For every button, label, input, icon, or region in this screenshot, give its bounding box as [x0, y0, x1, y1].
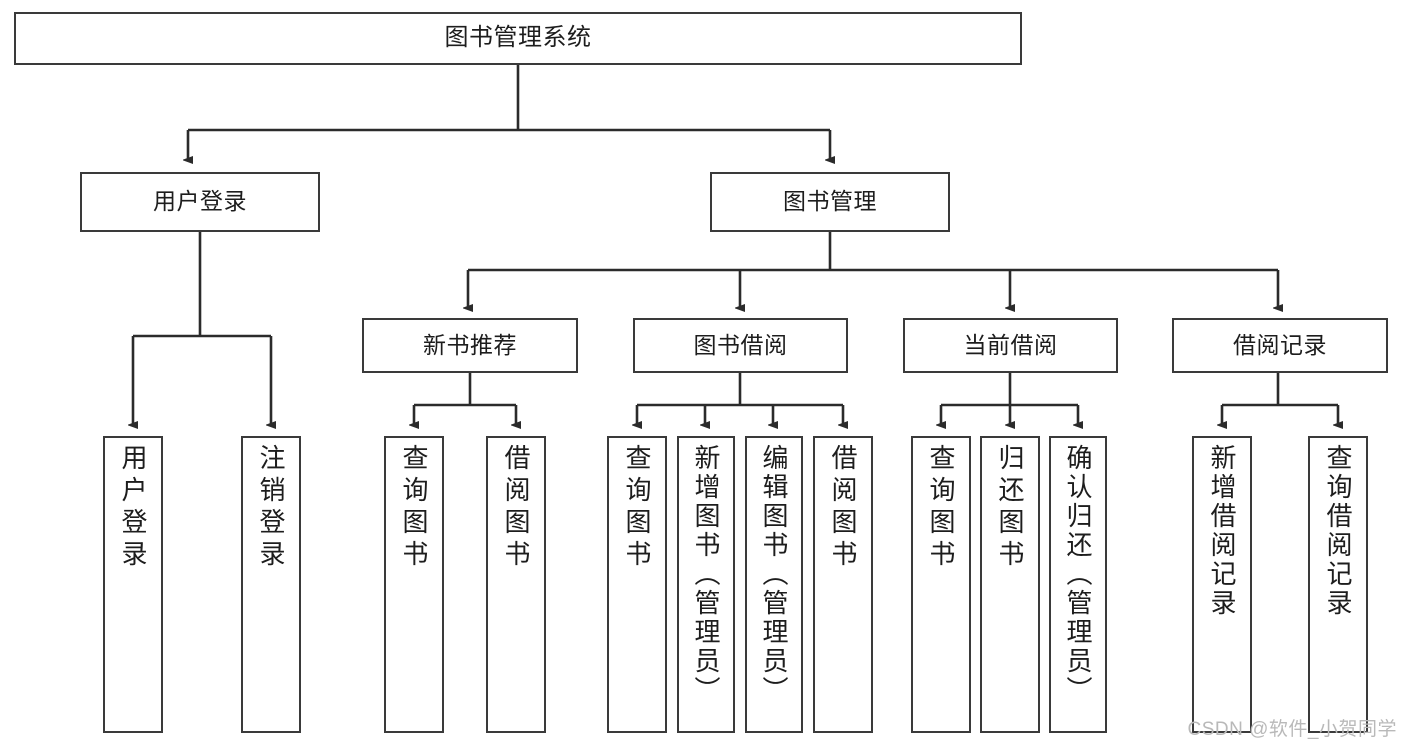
- leaf-query-book-borrow[interactable]: 查询图书: [607, 436, 667, 733]
- node-label: 图书管理: [783, 188, 877, 215]
- node-borrow-records[interactable]: 借阅记录: [1172, 318, 1388, 373]
- leaf-add-borrow-record[interactable]: 新增借阅记录: [1192, 436, 1252, 733]
- node-current-borrow[interactable]: 当前借阅: [903, 318, 1118, 373]
- node-label: 用户登录: [118, 444, 148, 572]
- node-label: 新书推荐: [423, 331, 517, 358]
- node-label: 注销登录: [256, 444, 286, 572]
- node-label: 借阅图书: [828, 444, 858, 572]
- leaf-borrow-book[interactable]: 借阅图书: [813, 436, 873, 733]
- leaf-borrow-book-recommend[interactable]: 借阅图书: [486, 436, 546, 733]
- node-new-book-recommend[interactable]: 新书推荐: [362, 318, 578, 373]
- node-label: 查询图书: [926, 444, 956, 572]
- node-label: 查询借阅记录: [1323, 444, 1353, 618]
- node-label: 查询图书: [622, 444, 652, 572]
- node-label: 新增借阅记录: [1207, 444, 1237, 618]
- node-label: 当前借阅: [963, 331, 1058, 358]
- node-book-borrow[interactable]: 图书借阅: [633, 318, 848, 373]
- csdn-watermark: CSDN @软件_小贺同学: [1187, 719, 1397, 740]
- leaf-confirm-return-admin[interactable]: 确认归还（管理员）: [1049, 436, 1107, 733]
- node-label: 用户登录: [153, 188, 247, 215]
- node-label: 图书借阅: [693, 331, 788, 358]
- leaf-add-book-admin[interactable]: 新增图书（管理员）: [677, 436, 735, 733]
- node-book-management[interactable]: 图书管理: [710, 172, 950, 232]
- leaf-logout[interactable]: 注销登录: [241, 436, 301, 733]
- node-label: 借阅图书: [501, 444, 531, 572]
- leaf-query-book-current[interactable]: 查询图书: [911, 436, 971, 733]
- node-label: 新增图书（管理员）: [691, 444, 721, 705]
- node-root-book-management-system[interactable]: 图书管理系统: [14, 12, 1022, 65]
- node-label: 编辑图书（管理员）: [759, 444, 789, 705]
- leaf-query-borrow-record[interactable]: 查询借阅记录: [1308, 436, 1368, 733]
- node-label: 图书管理系统: [444, 24, 592, 52]
- node-label: 确认归还（管理员）: [1063, 444, 1093, 705]
- node-label: 查询图书: [399, 444, 429, 572]
- node-user-login[interactable]: 用户登录: [80, 172, 320, 232]
- node-label: 借阅记录: [1233, 331, 1327, 358]
- node-label: 归还图书: [995, 444, 1025, 572]
- leaf-edit-book-admin[interactable]: 编辑图书（管理员）: [745, 436, 803, 733]
- leaf-query-book-recommend[interactable]: 查询图书: [384, 436, 444, 733]
- leaf-user-login[interactable]: 用户登录: [103, 436, 163, 733]
- leaf-return-book[interactable]: 归还图书: [980, 436, 1040, 733]
